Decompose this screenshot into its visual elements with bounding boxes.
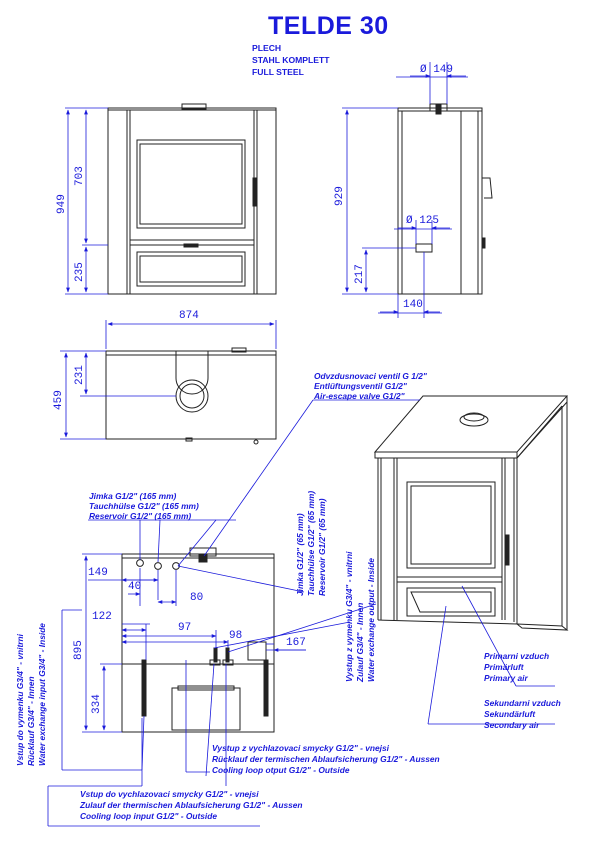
dim-front-total-height: 949 — [56, 194, 68, 214]
label-reservoir-65-en: Reservoir G1/2" (65 mm) — [317, 498, 327, 596]
dim-rear-167: 167 — [286, 637, 306, 649]
dim-pipe-diameter: Ø 125 — [406, 215, 440, 227]
subtitle-line-1: PLECH — [252, 43, 282, 53]
label-exchanger-output-cz: Vystup z vymenku G3/4" - vnitrni — [344, 551, 354, 682]
label-secondary-air-cz: Sekundarni vzduch — [484, 698, 561, 708]
top-dimensions — [60, 320, 277, 440]
dim-front-upper-height: 703 — [74, 166, 86, 186]
side-dimensions — [342, 62, 468, 318]
dim-top-depth: 459 — [53, 390, 65, 410]
dim-rear-40: 40 — [128, 581, 142, 593]
label-cooling-input-cz: Vstup do vychlazovaci smycky G1/2" - vne… — [80, 789, 259, 799]
label-exchanger-output-de: Zulauf G3/4" - Innen — [355, 602, 365, 682]
dim-flue-diameter: Ø 149 — [420, 64, 454, 76]
label-secondary-air-en: Secondary air — [484, 720, 540, 730]
dim-rear-122: 122 — [92, 611, 112, 623]
label-cooling-output-cz: Vystup z vychlazovaci smycky G1/2" - vne… — [212, 743, 389, 753]
dim-front-lower-height: 235 — [74, 262, 86, 282]
label-reservoir-65-de: Tauchhülse G1/2" (65 mm) — [306, 490, 316, 596]
label-reservoir-de: Tauchhülse G1/2" (165 mm) — [89, 501, 199, 511]
leader-lines — [47, 399, 555, 827]
label-primary-air-en: Primary air — [484, 673, 528, 683]
label-reservoir-65-cz: Jimka G1/2" (65 mm) — [295, 513, 305, 596]
label-exchanger-input-cz: Vstup do vymenku G3/4" - vnitrni — [15, 634, 25, 766]
dim-top-flue-offset: 231 — [74, 365, 86, 385]
label-exchanger-output-en: Water exchange output - Inside — [366, 557, 376, 682]
dim-rear-98: 98 — [229, 630, 243, 642]
label-exchanger-input-de: Rücklauf G3/4" - Innen — [26, 676, 36, 766]
rear-dimensions — [82, 553, 306, 733]
label-air-valve-de: Entlüftungsventil G1/2" — [314, 381, 407, 391]
label-cooling-output-en: Cooling loop otput G1/2" - Outside — [212, 765, 350, 775]
dim-rear-80: 80 — [190, 592, 204, 604]
label-cooling-input-en: Cooling loop input G1/2" - Outside — [80, 811, 218, 821]
front-view — [107, 103, 277, 295]
subtitle-line-2: STAHL KOMPLETT — [252, 55, 330, 65]
dim-rear-97: 97 — [178, 622, 192, 634]
dim-side-lower-height: 217 — [354, 264, 366, 284]
isometric-view — [373, 395, 569, 631]
dim-rear-334: 334 — [91, 694, 103, 714]
label-exchanger-input-en: Water exchange input G3/4" - Inside — [37, 623, 47, 766]
dim-side-depth-offset: 140 — [403, 299, 423, 311]
label-primary-air-cz: Primarni vzduch — [484, 651, 550, 661]
label-secondary-air-de: Sekundärluft — [484, 709, 536, 719]
dim-rear-149: 149 — [88, 567, 108, 579]
dim-rear-895: 895 — [73, 640, 85, 660]
side-view — [397, 103, 493, 295]
label-air-valve-en: Air-escape valve G1/2" — [314, 391, 405, 401]
subtitle-line-3: FULL STEEL — [252, 67, 304, 77]
label-cooling-output-de: Rücklauf der termischen Ablaufsicherung … — [212, 754, 440, 764]
dim-top-width: 874 — [179, 310, 199, 322]
label-primary-air-de: Primärluft — [484, 662, 524, 672]
label-reservoir-en: Reservoir G1/2" (165 mm) — [89, 511, 192, 521]
label-air-valve-cz: Odvzdusnovaci ventil G 1/2" — [314, 371, 427, 381]
product-title: TELDE 30 — [268, 12, 389, 40]
label-cooling-input-de: Zulauf der thermischen Ablaufsicherung G… — [80, 800, 303, 810]
rear-view — [121, 547, 275, 733]
label-reservoir-cz: Jimka G1/2" (165 mm) — [89, 491, 177, 501]
front-dimensions — [65, 107, 108, 295]
dim-side-total-height: 929 — [334, 186, 346, 206]
